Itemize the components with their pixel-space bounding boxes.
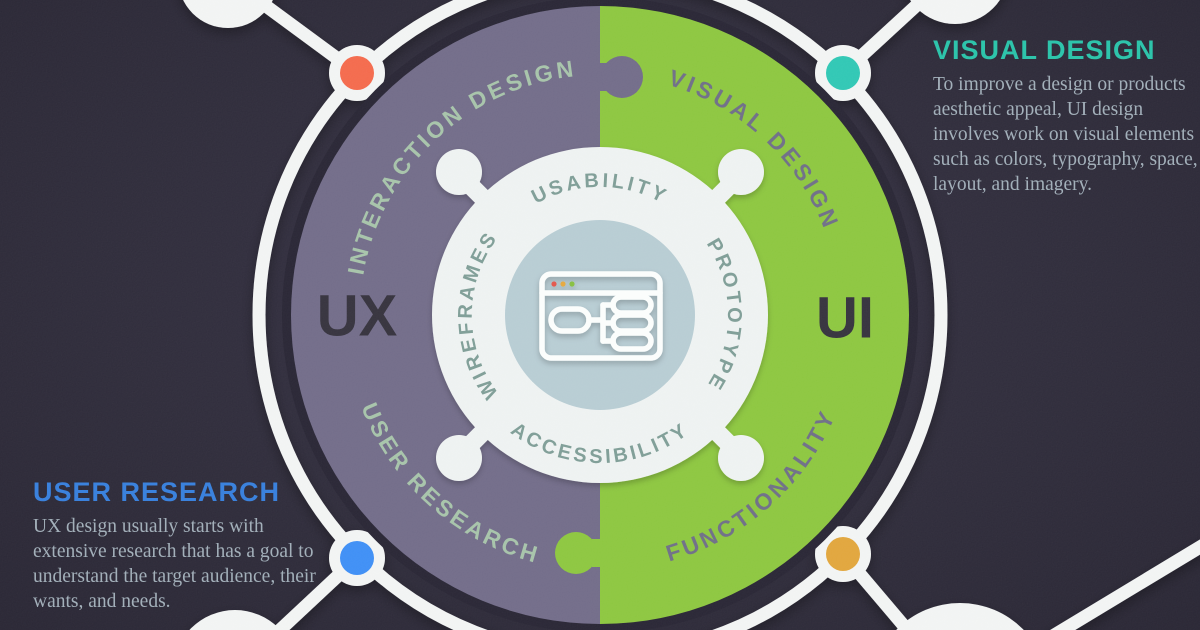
visual-design-heading: VISUAL DESIGN — [933, 35, 1156, 65]
user-research-body: UX design usually starts with extensive … — [33, 516, 316, 613]
browser-dot-red — [551, 281, 557, 287]
orange-dot — [340, 56, 374, 90]
ux-label: UX — [317, 284, 398, 349]
visual-design-callout: VISUAL DESIGN To improve a design or pro… — [933, 36, 1200, 197]
puzzle-knob — [718, 149, 764, 195]
visual-design-body: To improve a design or products aestheti… — [933, 74, 1198, 196]
ui-label: UI — [816, 286, 874, 351]
blue-dot — [340, 541, 374, 575]
user-research-callout: USER RESEARCH UX design usually starts w… — [33, 478, 323, 614]
corner-node-circle — [183, 0, 273, 28]
browser-dot-green — [569, 281, 575, 287]
gold-dot — [826, 537, 860, 571]
center-circle — [505, 220, 695, 410]
puzzle-knob — [718, 435, 764, 481]
puzzle-knob — [436, 149, 482, 195]
center-icon-group — [505, 220, 695, 410]
teal-dot — [826, 56, 860, 90]
browser-dot-yellow — [560, 281, 566, 287]
user-research-heading: USER RESEARCH — [33, 477, 281, 507]
puzzle-knob — [436, 435, 482, 481]
